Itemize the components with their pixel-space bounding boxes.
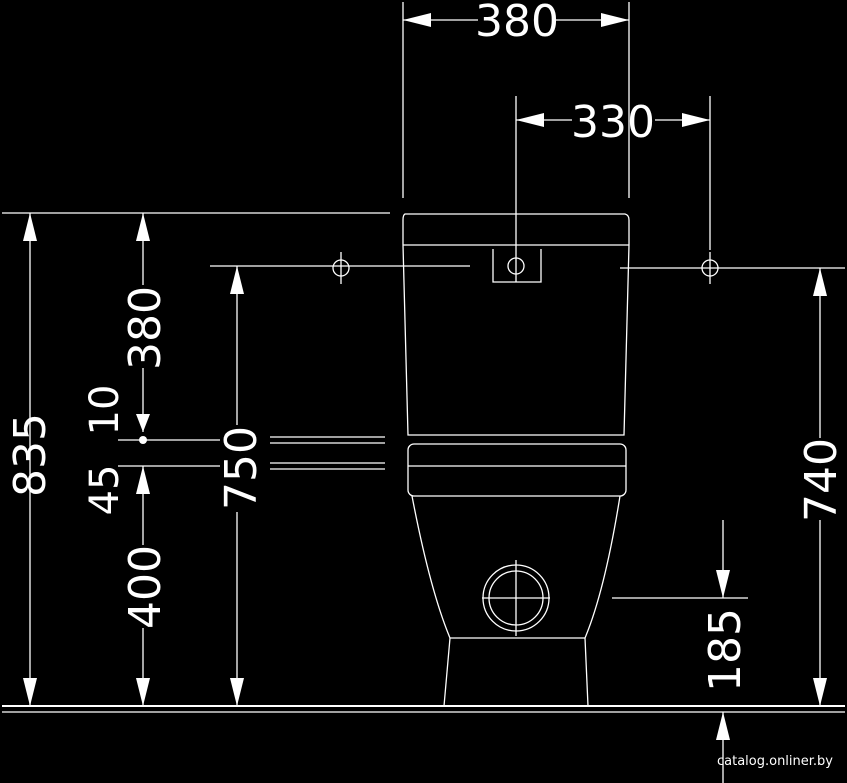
dim-hole-height: 740 [740, 267, 847, 706]
arrow-185-top [716, 570, 730, 598]
arrow-750-bottom [230, 678, 244, 706]
label-hole-height: 740 [796, 438, 847, 522]
label-outlet-height: 185 [700, 608, 751, 692]
arrow-835-bottom [23, 678, 37, 706]
label-height-total: 835 [5, 413, 56, 497]
label-tank-height: 380 [120, 286, 171, 370]
fixing-holes [210, 250, 740, 284]
arrow-330-right [682, 113, 710, 127]
arrow-185-bottom [716, 712, 730, 740]
label-offset-holes: 330 [571, 97, 655, 148]
label-rim-height: 750 [216, 426, 267, 510]
toilet-outline [402, 213, 748, 707]
label-seat-band: 45 [82, 465, 128, 516]
dim-width-total: 380 [402, 0, 630, 198]
dim-rim-height: 750 [216, 266, 385, 706]
arrow-bowl-bottom [136, 678, 150, 706]
arrow-tank-top [136, 213, 150, 241]
pedestal-outline [443, 637, 589, 707]
arrow-750-top [230, 266, 244, 294]
arrow-330-left [516, 113, 544, 127]
seat-band [407, 443, 627, 497]
label-width-total: 380 [475, 0, 559, 47]
dim-outlet-height: 185 [700, 520, 751, 783]
arrow-tank-bottom [136, 414, 150, 432]
flush-recess [492, 249, 542, 283]
arrow-740-top [813, 268, 827, 296]
dim-offset-holes: 330 [515, 96, 711, 250]
dim-height-total: 835 [2, 212, 390, 706]
arrow-380-left [403, 13, 431, 27]
bowl-outline [411, 495, 621, 639]
label-gap: 10 [82, 385, 128, 436]
label-bowl-height: 400 [120, 545, 171, 629]
watermark: catalog.onliner.by [716, 754, 833, 769]
arrow-380-right [601, 13, 629, 27]
dim-stack: 380 10 45 400 [82, 213, 220, 706]
tank-outline [402, 213, 630, 436]
arrow-835-top [23, 213, 37, 241]
arrow-740-bottom [813, 678, 827, 706]
